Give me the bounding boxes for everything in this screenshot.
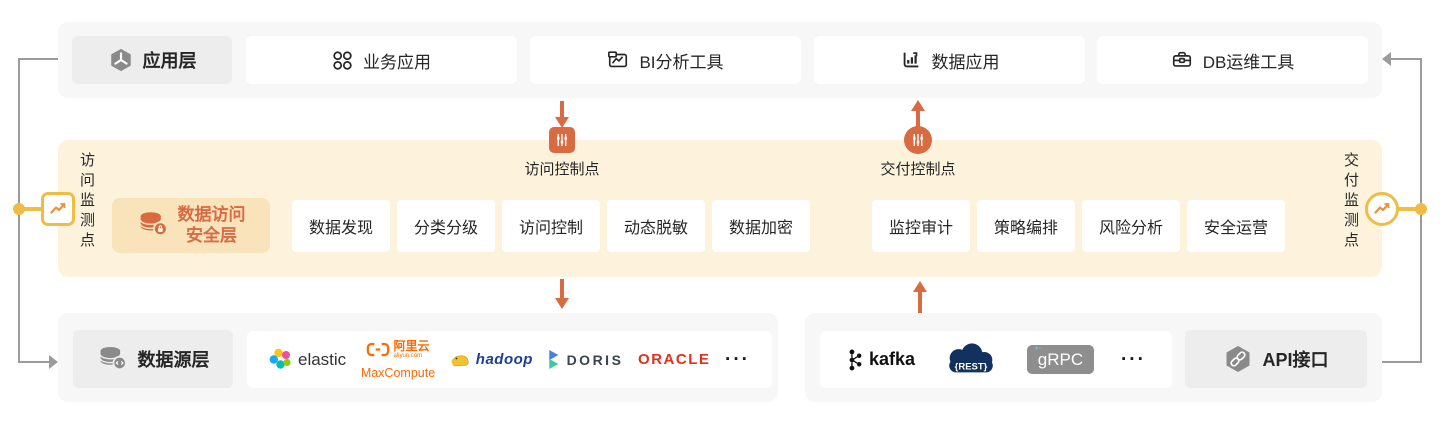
app-item-business-apps: 业务应用 (246, 36, 517, 84)
app-item-label: 数据应用 (931, 52, 1000, 72)
capability-dynamic-masking: 动态脱敏 (607, 200, 705, 252)
kafka-logo: kafka (846, 347, 915, 373)
source-delivery-arrow (918, 292, 922, 313)
doris-icon (548, 350, 558, 369)
source-access-arrow (560, 279, 564, 299)
access-flow-arrowhead (555, 117, 569, 128)
hexagon-y-icon (108, 47, 134, 73)
right-flow-line (1390, 58, 1422, 60)
source-access-arrowhead (555, 298, 569, 309)
delivery-control-point-label: 交付控制点 (880, 161, 956, 178)
grpc-arrow-icon: ⇠ (1034, 343, 1043, 353)
maxcompute-logo: 阿里云 aliyun.com MaxCompute (360, 338, 436, 380)
rest-cloud-icon: {REST} (949, 342, 993, 372)
left-flow-line (18, 361, 50, 363)
right-probe-dot (1415, 203, 1427, 215)
app-item-label: BI分析工具 (639, 52, 724, 72)
oracle-logo: ORACLE (638, 351, 711, 368)
svg-text:{REST}: {REST} (955, 361, 988, 372)
app-layer-chip: 应用层 (72, 36, 232, 84)
elastic-logo: elastic (269, 348, 346, 371)
source-layer-title: 数据源层 (137, 350, 210, 370)
source-vendors-row: elastic 阿里云 aliyun.com MaxCompute hadoop… (247, 331, 772, 388)
hexagon-link-icon (1223, 344, 1253, 374)
capability-data-encryption: 数据加密 (712, 200, 810, 252)
app-item-data-apps: 数据应用 (814, 36, 1085, 84)
hadoop-logo: hadoop (450, 351, 533, 368)
app-grid-icon (332, 50, 353, 71)
more-sources-ellipsis: ··· (725, 348, 750, 370)
toolbox-icon (1171, 49, 1193, 71)
right-probe-label: 交付监测点 (1342, 152, 1359, 252)
more-channels-ellipsis: ··· (1120, 348, 1146, 370)
delivery-channels-row: kafka {REST} ⇠ gRPC ··· (820, 331, 1172, 388)
capability-monitor-audit: 监控审计 (872, 200, 970, 252)
delivery-monitor-icon (1365, 192, 1399, 226)
doris-logo: DORIS (548, 350, 624, 369)
aliyun-bracket-icon (367, 342, 390, 356)
app-layer-title: 应用层 (142, 51, 197, 71)
delivery-flow-arrowhead (911, 100, 925, 111)
app-item-db-ops-tools: DB运维工具 (1097, 36, 1368, 84)
access-control-sliders-icon (549, 127, 575, 153)
source-delivery-arrowhead (913, 281, 927, 292)
access-control-point-label: 访问控制点 (524, 161, 600, 178)
grpc-logo: ⇠ gRPC (1026, 343, 1095, 374)
database-code-icon (97, 343, 129, 375)
capability-data-discovery: 数据发现 (292, 200, 390, 252)
delivery-flow-arrow (916, 111, 920, 127)
left-flow-line (18, 58, 58, 60)
capability-access-control: 访问控制 (502, 200, 600, 252)
left-probe-label: 访问监测点 (78, 152, 95, 252)
hadoop-elephant-icon (451, 355, 469, 367)
app-item-label: DB运维工具 (1202, 52, 1295, 72)
right-flow-line (1382, 361, 1422, 363)
bi-monitor-icon (607, 49, 629, 71)
right-flow-arrowhead (1382, 52, 1391, 66)
delivery-control-sliders-icon (904, 126, 932, 154)
capability-risk-analysis: 风险分析 (1082, 200, 1180, 252)
source-layer-chip: 数据源层 (73, 330, 233, 388)
security-layer-chip: 数据访问 安全层 (112, 198, 270, 253)
left-flow-arrowhead (49, 355, 58, 369)
api-interface-title: API接口 (1262, 350, 1329, 370)
kafka-icon (849, 349, 862, 370)
rest-cloud-logo: {REST} (942, 342, 1000, 378)
database-lock-icon (137, 209, 170, 242)
capability-classification: 分类分级 (397, 200, 495, 252)
capability-security-operations: 安全运营 (1187, 200, 1285, 252)
app-item-label: 业务应用 (363, 52, 431, 72)
elastic-icon (269, 348, 291, 369)
access-flow-arrow (560, 101, 564, 118)
security-layer-title: 数据访问 安全层 (177, 205, 246, 245)
bar-chart-icon (900, 49, 922, 71)
right-probe-branch (1395, 207, 1421, 211)
left-probe-branch (19, 207, 45, 211)
capability-policy-orchestration: 策略编排 (977, 200, 1075, 252)
app-item-bi-tools: BI分析工具 (530, 36, 801, 84)
api-interface-chip: API接口 (1185, 330, 1367, 388)
access-monitor-icon (41, 192, 75, 226)
